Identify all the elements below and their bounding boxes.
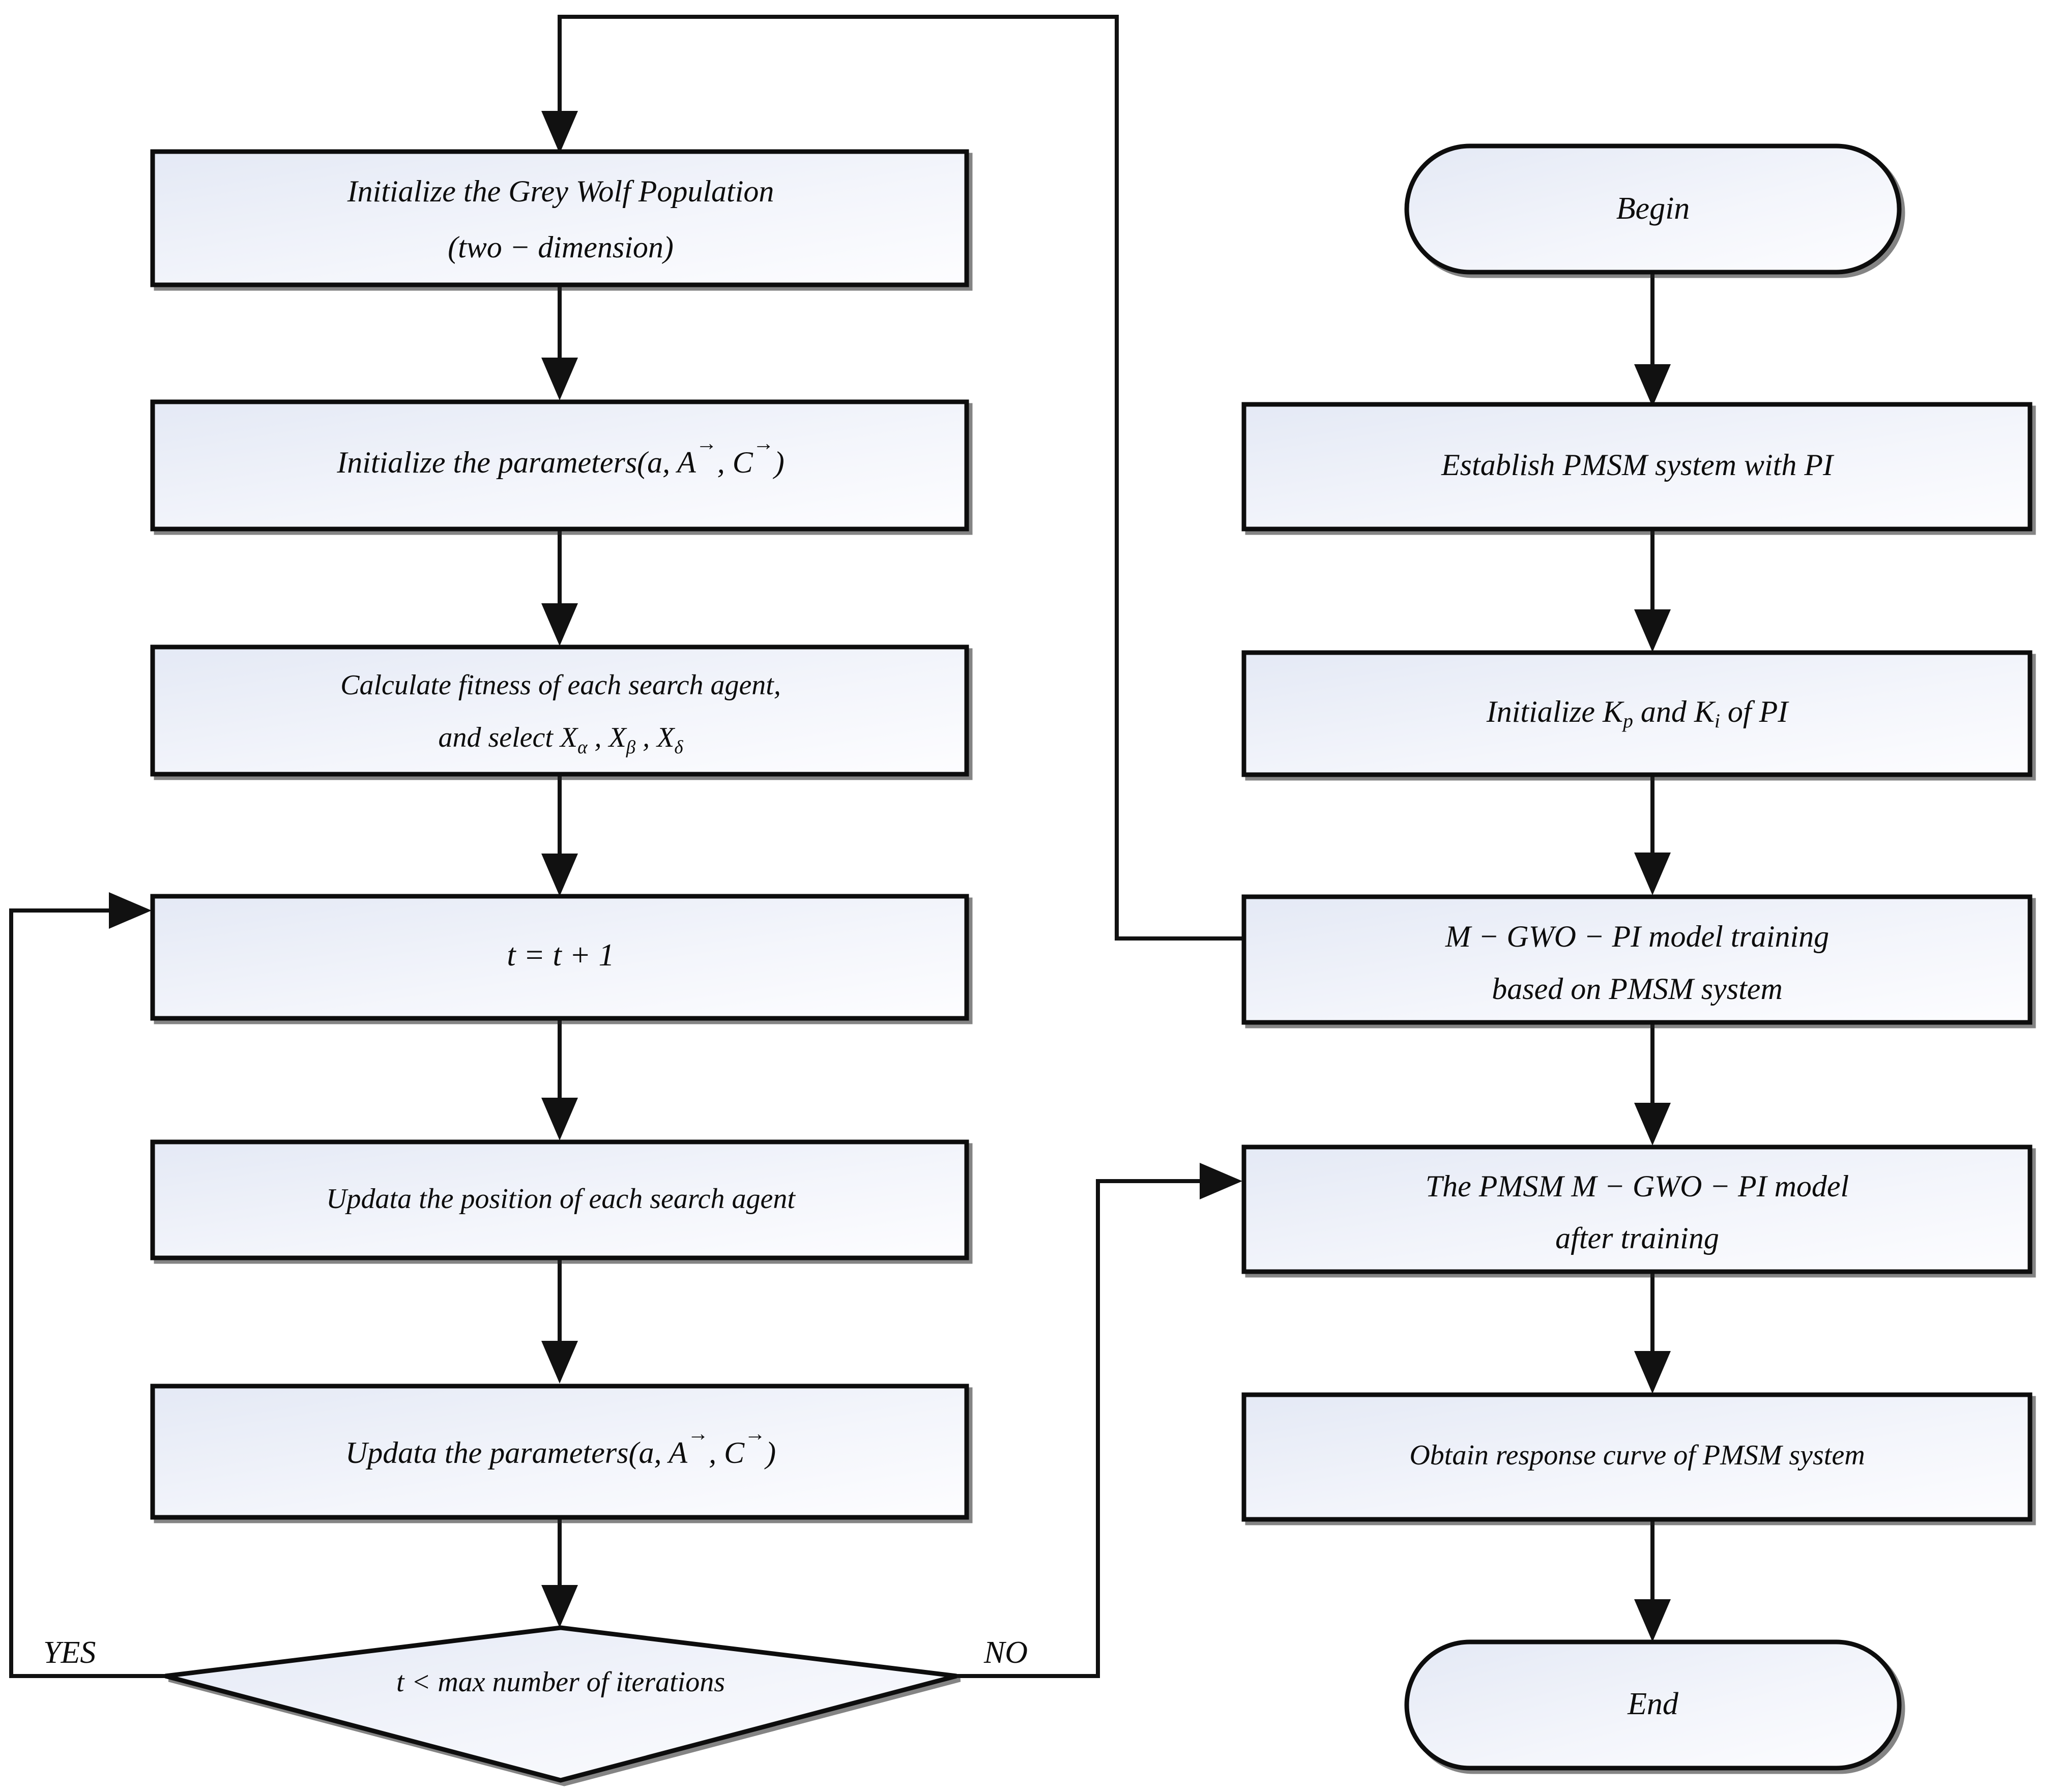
edge-train-initpop [541,15,1244,941]
node-establish-pmsm[interactable]: Establish PMSM system with PI [1241,402,2033,532]
node-trainedmodel-line2: after training [1555,1221,1719,1255]
updateparams-post: ) [764,1436,776,1470]
initparams-mid: , [717,446,733,479]
node-end-label: End [1627,1687,1679,1721]
node-response-label: Obtain response curve of PMSM system [1409,1440,1865,1471]
fitness-mid2: , X [635,722,676,753]
node-initpop-line1: Initialize the Grey Wolf Population [347,174,774,208]
edge-updateparams-decision [541,1516,578,1628]
fitness-sub-delta: δ [674,737,683,757]
node-increment-label: t = t + 1 [507,938,614,973]
edge-fitness-increment [541,774,578,896]
node-fitness-line1: Calculate fitness of each search agent, [340,669,781,701]
node-initparams-label: Initialize the parameters(a, A→, C→) [336,432,785,479]
node-train-line2: based on PMSM system [1492,972,1783,1006]
node-initialize-population[interactable]: Initialize the Grey Wolf Population (two… [150,149,969,287]
node-calculate-fitness[interactable]: Calculate fitness of each search agent, … [150,644,969,777]
edge-initpop-initparams [541,286,578,400]
fitness-pre: and select X [438,722,578,753]
node-increment-t[interactable]: t = t + 1 [150,894,969,1021]
node-end[interactable]: End [1404,1639,1902,1771]
node-updateparams-label: Updata the parameters(a, A→, C→) [345,1422,776,1470]
initgains-sub-i: i [1715,710,1720,732]
initparams-vec-c: C [733,446,753,479]
edge-response-end [1634,1520,1671,1642]
node-initialize-gains[interactable]: Initialize Kp and Ki of PI [1241,650,2033,777]
node-trainedmodel-line1: The PMSM M − GWO − PI model [1426,1169,1849,1203]
initgains-post: of PI [1720,695,1789,728]
initparams-post: ) [773,446,785,479]
node-update-parameters[interactable]: Updata the parameters(a, A→, C→) [150,1384,969,1520]
node-obtain-response[interactable]: Obtain response curve of PMSM system [1241,1392,2033,1522]
node-update-position[interactable]: Updata the position of each search agent [150,1139,969,1260]
node-decision-iterations[interactable]: t < max number of iterations [164,1625,957,1783]
edge-decision-yes-increment [9,892,168,1678]
initparams-pre: Initialize the parameters(a, [336,446,677,479]
node-updatepos-label: Updata the position of each search agent [326,1183,796,1215]
node-initialize-parameters[interactable]: Initialize the parameters(a, A→, C→) [150,399,969,532]
updateparams-vec-c: C [724,1436,745,1470]
node-fitness-line2: and select Xα , Xβ , Xδ [438,722,683,758]
node-begin[interactable]: Begin [1404,143,1902,275]
fitness-sub-beta: β [626,737,636,757]
node-establish-label: Establish PMSM system with PI [1441,448,1835,482]
node-trained-model[interactable]: The PMSM M − GWO − PI model after traini… [1241,1144,2033,1274]
updateparams-vec-a: A [666,1436,687,1470]
fitness-sub-alpha: α [577,737,588,757]
edge-increment-updatepos [541,1017,578,1140]
branch-label-yes: YES [43,1635,96,1670]
edge-train-trainedmodel [1634,1022,1671,1145]
node-initpop-line2: (two − dimension) [448,230,674,264]
fitness-mid1: , X [588,722,628,753]
node-initgains-label: Initialize Kp and Ki of PI [1486,695,1789,732]
updateparams-mid: , [709,1436,724,1470]
edge-establish-initgains [1634,529,1671,652]
initgains-mid: and K [1633,695,1716,728]
edge-initgains-train [1634,773,1671,895]
updateparams-pre: Updata the parameters(a, [345,1436,669,1470]
edge-begin-establish [1634,272,1671,407]
edge-initparams-fitness [541,529,578,646]
node-train-line1: M − GWO − PI model training [1445,920,1829,953]
initgains-sub-p: p [1621,710,1633,732]
branch-label-no: NO [983,1635,1028,1670]
node-decision-label: t < max number of iterations [396,1666,725,1698]
initparams-vec-a: A [675,446,696,479]
edge-decision-no-trainedmodel [952,1163,1242,1678]
node-model-training[interactable]: M − GWO − PI model training based on PMS… [1241,894,2033,1025]
initgains-pre: Initialize K [1486,695,1624,728]
edge-updatepos-updateparams [541,1256,578,1384]
node-begin-label: Begin [1616,191,1690,226]
edge-trainedmodel-response [1634,1272,1671,1394]
